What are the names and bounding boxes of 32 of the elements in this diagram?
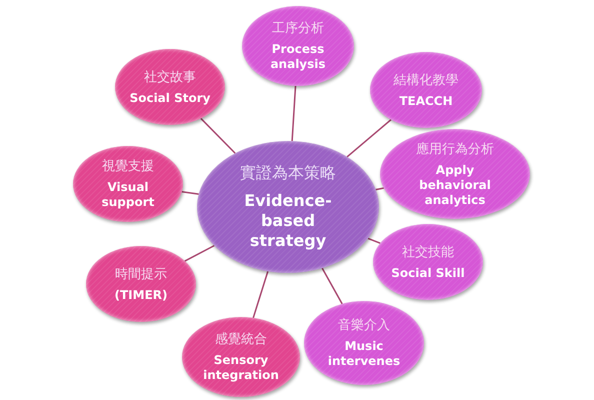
english-title: Social Skill	[391, 266, 465, 280]
english-title: Social Story	[130, 90, 210, 106]
chinese-title: 結構化教學	[394, 72, 458, 88]
chinese-title: 音樂介入	[338, 317, 390, 334]
english-title: (TIMER)	[114, 288, 168, 302]
connector-line	[322, 268, 343, 304]
english-title: Process analysis	[269, 42, 327, 72]
english-title: Visual support	[100, 180, 156, 210]
chinese-title: 時間提示	[115, 266, 167, 282]
strategy-ellipse	[304, 301, 424, 385]
connector-line	[184, 244, 215, 262]
connector-line	[182, 191, 199, 195]
connector-line	[346, 119, 392, 158]
chinese-title: 社交故事	[144, 68, 196, 86]
strategy-ellipse	[380, 129, 530, 219]
english-title: Music intervenes	[326, 339, 402, 369]
connector-line	[291, 86, 296, 142]
connector-line	[376, 187, 384, 190]
connector-line	[200, 118, 236, 154]
strategy-ellipse	[373, 224, 483, 300]
english-title: Sensory integration	[202, 353, 280, 383]
english-title: TEACCH	[399, 94, 453, 108]
chinese-title: 應用行為分析	[416, 140, 494, 158]
chinese-title: 實證為本策略	[240, 163, 336, 183]
chinese-title: 視覺支援	[102, 158, 154, 175]
connector-line	[368, 238, 380, 244]
english-title: Evidence-based strategy	[243, 191, 333, 251]
connector-line	[252, 271, 269, 318]
chinese-title: 感覺統合	[215, 331, 267, 348]
english-title: Apply behavioral analytics	[418, 162, 492, 208]
chinese-title: 社交技能	[402, 244, 454, 260]
chinese-title: 工序分析	[272, 20, 324, 37]
